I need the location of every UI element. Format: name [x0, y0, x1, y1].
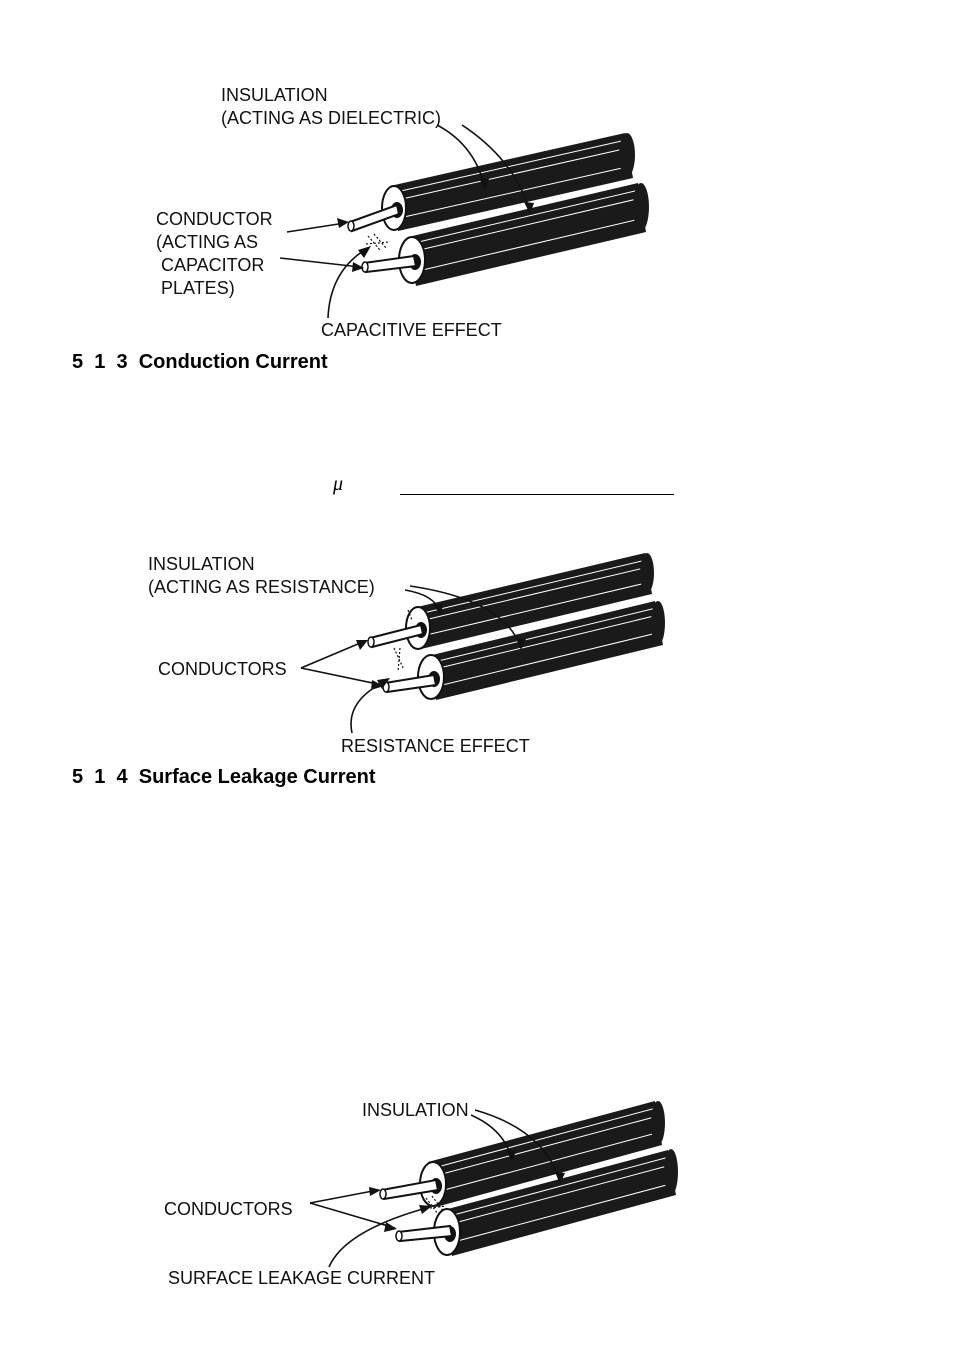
cable-pair-drawing — [367, 553, 665, 700]
mu-symbol: μ — [333, 473, 344, 495]
section-514-heading: 5 1 4 Surface Leakage Current — [72, 766, 376, 789]
figure1-effect-label: CAPACITIVE EFFECT — [321, 320, 502, 340]
figure2-insulation-desc: (ACTING AS RESISTANCE) — [148, 577, 375, 597]
figure1-insulation-desc: (ACTING AS DIELECTRIC) — [221, 108, 442, 128]
section-513-heading: 5 1 3 Conduction Current — [72, 351, 328, 374]
figure1-conductor-desc-1: (ACTING AS — [156, 232, 259, 252]
figure1-insulation-label: INSULATION — [221, 85, 328, 105]
figure2-effect-label: RESISTANCE EFFECT — [341, 736, 530, 756]
figure3-effect-label: SURFACE LEAKAGE CURRENT — [168, 1268, 436, 1288]
figure3-insulation-label: INSULATION — [362, 1100, 469, 1120]
figure1-conductor-desc-3: PLATES) — [156, 278, 235, 298]
arrow-icon — [369, 1150, 565, 1232]
section-number: 5 1 4 — [72, 766, 128, 788]
figure1-conductor-desc-2: CAPACITOR — [156, 255, 265, 275]
section-title: Surface Leakage Current — [138, 766, 376, 788]
arrow-icon — [337, 178, 534, 272]
figure2-conductors-label: CONDUCTORS — [158, 659, 287, 679]
cable-pair-drawing — [347, 133, 649, 286]
section-title: Conduction Current — [138, 351, 328, 373]
figure3-conductors-label: CONDUCTORS — [164, 1199, 293, 1219]
figure2-insulation-label: INSULATION — [148, 554, 255, 574]
figure1-conductor-label: CONDUCTOR — [156, 209, 273, 229]
section-number: 5 1 3 — [72, 351, 128, 373]
cable-pair-drawing — [379, 1101, 678, 1256]
underline-rule — [400, 494, 674, 495]
arrow-icon — [356, 604, 526, 690]
